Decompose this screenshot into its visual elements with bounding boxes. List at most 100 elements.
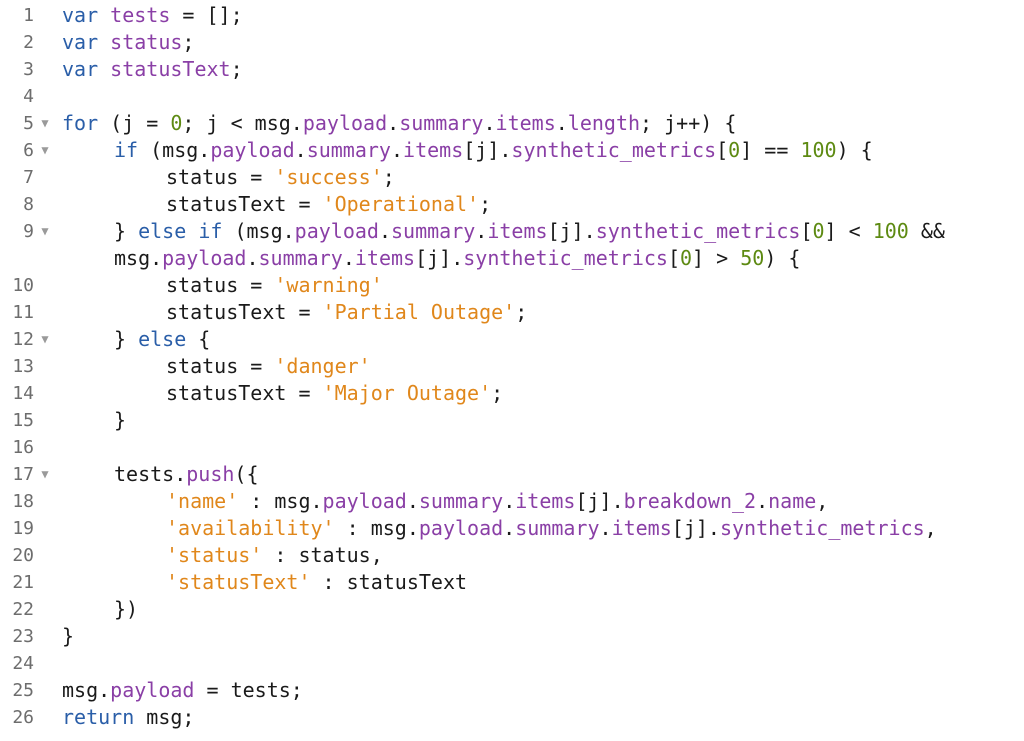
code-token — [186, 219, 198, 243]
code-token: summary — [399, 111, 484, 135]
code-token: [ — [800, 219, 813, 243]
code-line[interactable]: 10 status = 'warning' — [0, 272, 1024, 299]
code-text: 'name' : msg.payload.summary.items[j].br… — [166, 488, 828, 515]
code-line[interactable]: 9▼} else if (msg.payload.summary.items[j… — [0, 218, 1024, 245]
fold-arrow-icon[interactable]: ▼ — [41, 224, 49, 238]
code-token: 'availability' — [166, 516, 335, 540]
code-token: status = — [166, 273, 275, 297]
code-token: (j = — [98, 111, 171, 135]
code-token: . — [390, 138, 404, 162]
code-line[interactable]: 15} — [0, 407, 1024, 434]
code-line[interactable]: 24 — [0, 650, 1024, 677]
code-token: 'status' — [166, 543, 263, 567]
code-token: ; — [182, 30, 195, 54]
code-token: else — [138, 327, 187, 351]
line-number: 9 — [23, 221, 34, 242]
code-token: ; — [491, 381, 504, 405]
code-token: 'success' — [274, 165, 383, 189]
code-text: status = 'success'; — [166, 164, 395, 191]
line-number: 3 — [23, 59, 34, 80]
code-text: statusText = 'Major Outage'; — [166, 380, 503, 407]
code-token: }) — [114, 597, 139, 621]
fold-arrow-icon[interactable]: ▼ — [41, 143, 49, 157]
code-token: (msg. — [138, 138, 211, 162]
code-token — [98, 57, 110, 81]
code-line[interactable]: 20'status' : status, — [0, 542, 1024, 569]
code-token: payload — [418, 516, 504, 540]
code-text: status = 'warning' — [166, 272, 383, 299]
code-token: : msg. — [238, 489, 323, 513]
code-token: . — [246, 246, 259, 270]
code-line[interactable]: 4 — [0, 83, 1024, 110]
code-token: synthetic_metrics — [595, 219, 801, 243]
code-line[interactable]: 16 — [0, 434, 1024, 461]
line-number: 2 — [23, 32, 34, 53]
code-line[interactable]: 22}) — [0, 596, 1024, 623]
code-token: payload — [110, 678, 195, 702]
code-token: items — [403, 138, 464, 162]
code-line[interactable]: 23} — [0, 623, 1024, 650]
code-token: payload — [322, 489, 407, 513]
code-token: var — [62, 57, 99, 81]
code-token: = tests; — [194, 678, 303, 702]
fold-arrow-icon[interactable]: ▼ — [41, 116, 49, 130]
code-token: ) { — [764, 246, 801, 270]
code-token: ; — [515, 300, 528, 324]
code-token: summary — [391, 219, 476, 243]
code-token: { — [186, 327, 211, 351]
code-token: [j]. — [463, 138, 512, 162]
code-line[interactable]: 12▼} else { — [0, 326, 1024, 353]
code-token: . — [555, 111, 568, 135]
code-token: : status, — [262, 543, 383, 567]
line-number — [0, 245, 34, 272]
code-token: length — [567, 111, 641, 135]
fold-arrow-icon[interactable]: ▼ — [41, 332, 49, 346]
line-number: 21 — [12, 572, 34, 593]
fold-arrow-icon[interactable]: ▼ — [41, 467, 49, 481]
line-number: 22 — [12, 599, 34, 620]
code-token: . — [387, 111, 400, 135]
code-line[interactable]: 19'availability' : msg.payload.summary.i… — [0, 515, 1024, 542]
code-token: 'danger' — [274, 354, 371, 378]
code-token: [j]. — [575, 489, 624, 513]
code-token: . — [406, 489, 419, 513]
code-token: items — [515, 489, 576, 513]
line-number: 4 — [23, 86, 34, 107]
code-token: 50 — [740, 246, 765, 270]
code-token: synthetic_metrics — [719, 516, 925, 540]
code-token: ({ — [234, 462, 259, 486]
code-line[interactable]: 21'statusText' : statusText — [0, 569, 1024, 596]
code-text: var status; — [62, 29, 194, 56]
code-token: } — [62, 624, 75, 648]
code-token: summary — [418, 489, 504, 513]
code-token: payload — [162, 246, 247, 270]
code-token: ; j++) { — [640, 111, 737, 135]
code-text: var tests = []; — [62, 2, 243, 29]
code-line[interactable]: 5▼for (j = 0; j < msg.payload.summary.it… — [0, 110, 1024, 137]
code-text: for (j = 0; j < msg.payload.summary.item… — [62, 110, 736, 137]
line-number: 15 — [12, 410, 34, 431]
code-token: statusText — [110, 57, 231, 81]
code-token: summary — [258, 246, 343, 270]
code-line[interactable]: 18'name' : msg.payload.summary.items[j].… — [0, 488, 1024, 515]
code-line[interactable]: msg.payload.summary.items[j].synthetic_m… — [0, 245, 1024, 272]
line-number: 10 — [12, 275, 34, 296]
code-line[interactable]: 2 var status; — [0, 29, 1024, 56]
code-line[interactable]: 17▼tests.push({ — [0, 461, 1024, 488]
code-token: items — [487, 219, 548, 243]
code-text: tests.push({ — [114, 461, 259, 488]
code-token: else — [138, 219, 187, 243]
code-text: } — [114, 407, 126, 434]
code-line[interactable]: 6▼if (msg.payload.summary.items[j].synth… — [0, 137, 1024, 164]
code-token: ) { — [836, 138, 873, 162]
